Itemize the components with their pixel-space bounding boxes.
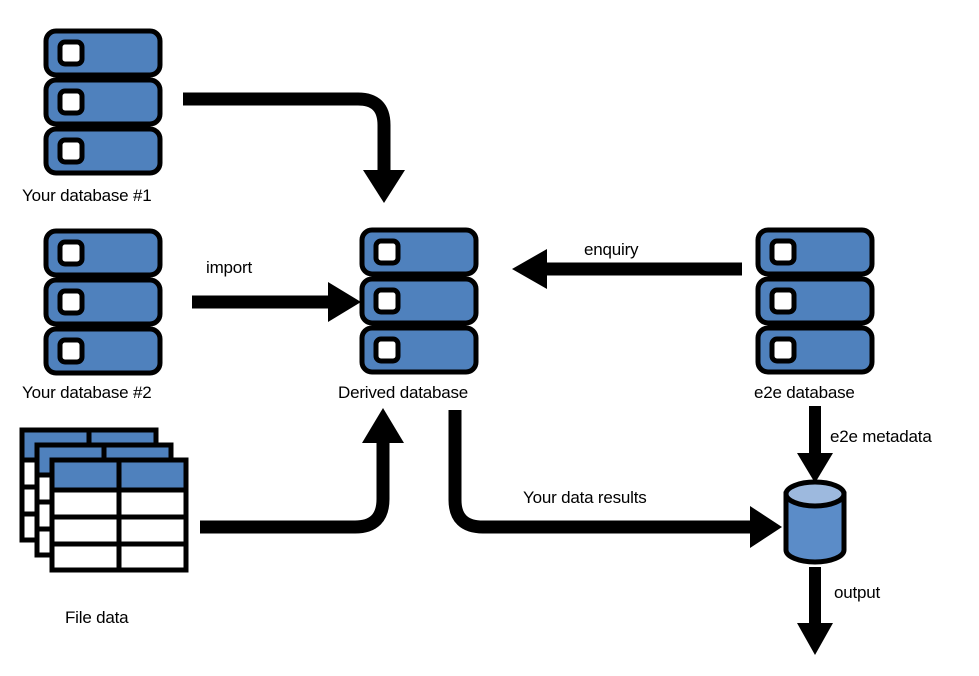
node-label-e2e-database: e2e database: [754, 383, 855, 402]
flow-arrow-store-to-output: [797, 567, 833, 655]
edge-label-import: import: [206, 258, 253, 277]
flow-arrow-db1-to-derived: [183, 92, 405, 203]
server-led-icon: [373, 238, 401, 266]
server-led-icon: [57, 137, 85, 165]
edge-label-enquiry: enquiry: [584, 240, 639, 259]
server-led-icon: [373, 336, 401, 364]
edge-label-your-data-results: Your data results: [523, 488, 647, 507]
node-derived-database[interactable]: Derived database: [338, 227, 479, 402]
node-label-your-database-1: Your database #1: [22, 186, 151, 205]
node-label-file-data: File data: [65, 608, 129, 627]
server-led-icon: [57, 39, 85, 67]
file-sheet-front: [49, 457, 189, 573]
node-your-database-2[interactable]: Your database #2: [22, 228, 163, 402]
edge-label-e2e-metadata: e2e metadata: [830, 427, 932, 446]
server-led-icon: [57, 239, 85, 267]
flow-arrow-filedata-to-derived: [200, 408, 404, 534]
flow-arrow-derived-to-store: [448, 410, 782, 548]
flow-arrow-e2e-to-store: [797, 406, 833, 483]
node-output-store[interactable]: [783, 479, 847, 565]
cylinder-body: [783, 491, 847, 565]
server-led-icon: [769, 287, 797, 315]
node-e2e-database[interactable]: e2e database: [754, 227, 875, 402]
server-led-icon: [769, 336, 797, 364]
node-file-data[interactable]: File data: [19, 427, 189, 627]
server-led-icon: [769, 238, 797, 266]
server-led-icon: [57, 337, 85, 365]
server-led-icon: [57, 88, 85, 116]
server-led-icon: [373, 287, 401, 315]
node-your-database-1[interactable]: Your database #1: [22, 28, 163, 205]
flow-arrow-db2-to-derived: [192, 282, 361, 322]
node-label-your-database-2: Your database #2: [22, 383, 151, 402]
node-label-derived-database: Derived database: [338, 383, 468, 402]
edge-label-output: output: [834, 583, 881, 602]
flow-arrow-e2e-to-derived: [512, 249, 742, 289]
server-led-icon: [57, 288, 85, 316]
cylinder-top: [783, 479, 847, 509]
